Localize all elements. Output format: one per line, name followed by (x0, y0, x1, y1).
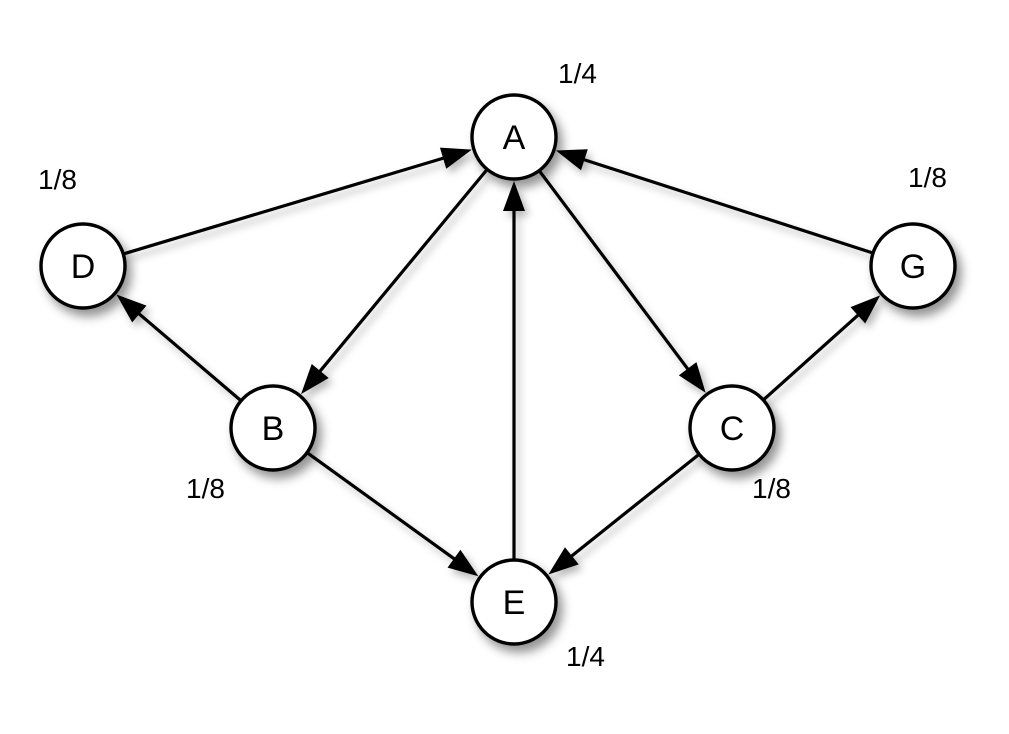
arrowhead-icon (439, 147, 472, 169)
node-g[interactable]: G (869, 222, 957, 310)
node-label: A (503, 119, 526, 157)
edge-b-to-d (116, 294, 242, 402)
edges-layer (116, 147, 881, 577)
node-label: E (503, 584, 526, 622)
node-label: G (900, 248, 926, 286)
edge-line (581, 157, 873, 255)
arrowhead-icon (555, 149, 588, 171)
arrowhead-icon (116, 294, 147, 323)
arrowhead-icon (850, 295, 881, 324)
edge-g-to-a (555, 149, 873, 255)
node-weight-c: 1/8 (752, 473, 791, 504)
node-circle[interactable] (229, 384, 317, 472)
node-circle[interactable] (39, 222, 127, 310)
edge-e-to-a (503, 181, 525, 559)
node-e[interactable]: E (470, 558, 558, 646)
node-weight-e: 1/4 (566, 641, 605, 672)
node-circle[interactable] (869, 222, 957, 310)
node-label: D (71, 248, 96, 286)
node-circle[interactable] (470, 558, 558, 646)
edge-line (123, 155, 447, 256)
edge-a-to-c (538, 170, 706, 393)
node-circle[interactable] (470, 93, 558, 181)
edge-b-to-e (306, 451, 479, 577)
edge-line (568, 453, 700, 559)
node-label: C (720, 410, 745, 448)
node-weight-a: 1/4 (558, 58, 597, 89)
nodes-layer: A D G B C E (39, 93, 957, 646)
node-circle[interactable] (688, 384, 776, 472)
node-weight-b: 1/8 (186, 473, 225, 504)
arrowhead-icon (548, 547, 579, 575)
edge-line (538, 170, 691, 373)
edge-d-to-a (123, 147, 472, 256)
node-d[interactable]: D (39, 222, 127, 310)
edge-c-to-e (548, 453, 700, 575)
node-label: B (262, 410, 285, 448)
node-weight-d: 1/8 (38, 164, 77, 195)
node-a[interactable]: A (470, 93, 558, 181)
arrowhead-icon (447, 549, 479, 577)
node-c[interactable]: C (688, 384, 776, 472)
edge-line (135, 310, 242, 402)
edge-a-to-b (301, 169, 488, 395)
arrowhead-icon (503, 181, 525, 211)
arrowhead-icon (678, 362, 706, 393)
edge-c-to-g (762, 295, 881, 401)
edge-line (306, 451, 458, 562)
node-weight-g: 1/8 (908, 162, 947, 193)
edge-line (762, 312, 862, 401)
node-b[interactable]: B (229, 384, 317, 472)
arrowhead-icon (301, 363, 329, 395)
edge-line (317, 169, 488, 375)
